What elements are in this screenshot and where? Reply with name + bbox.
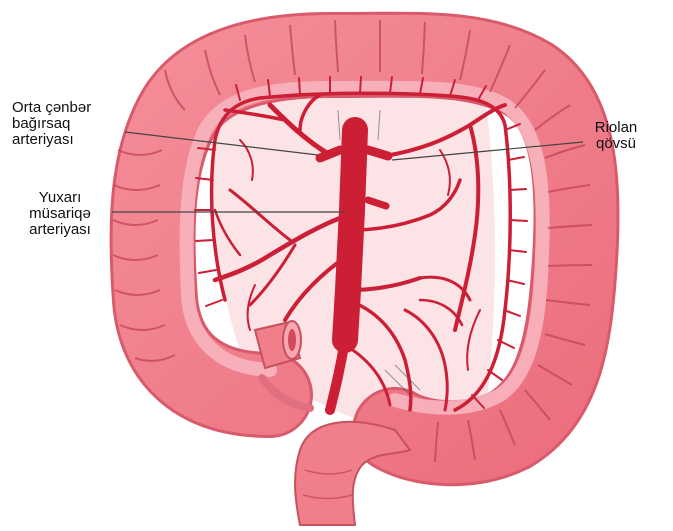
label-line: qövsü — [586, 136, 646, 152]
label-line: Riolan — [586, 120, 646, 136]
label-line: Yuxarı — [8, 190, 112, 206]
superior-mesenteric-artery-trunk — [345, 130, 355, 340]
label-line: müsariqə — [8, 206, 112, 222]
label-middle-colic-artery: Orta çənbər bağırsaq arteriyası — [12, 100, 91, 148]
label-line: bağırsaq — [12, 116, 91, 132]
label-riolan-arc: Riolan qövsü — [586, 120, 646, 152]
label-line: arteriyası — [8, 222, 112, 238]
label-line: arteriyası — [12, 132, 91, 148]
label-line: Orta çənbər — [12, 100, 91, 116]
label-superior-mesenteric-artery: Yuxarı müsariqə arteriyası — [8, 190, 112, 238]
